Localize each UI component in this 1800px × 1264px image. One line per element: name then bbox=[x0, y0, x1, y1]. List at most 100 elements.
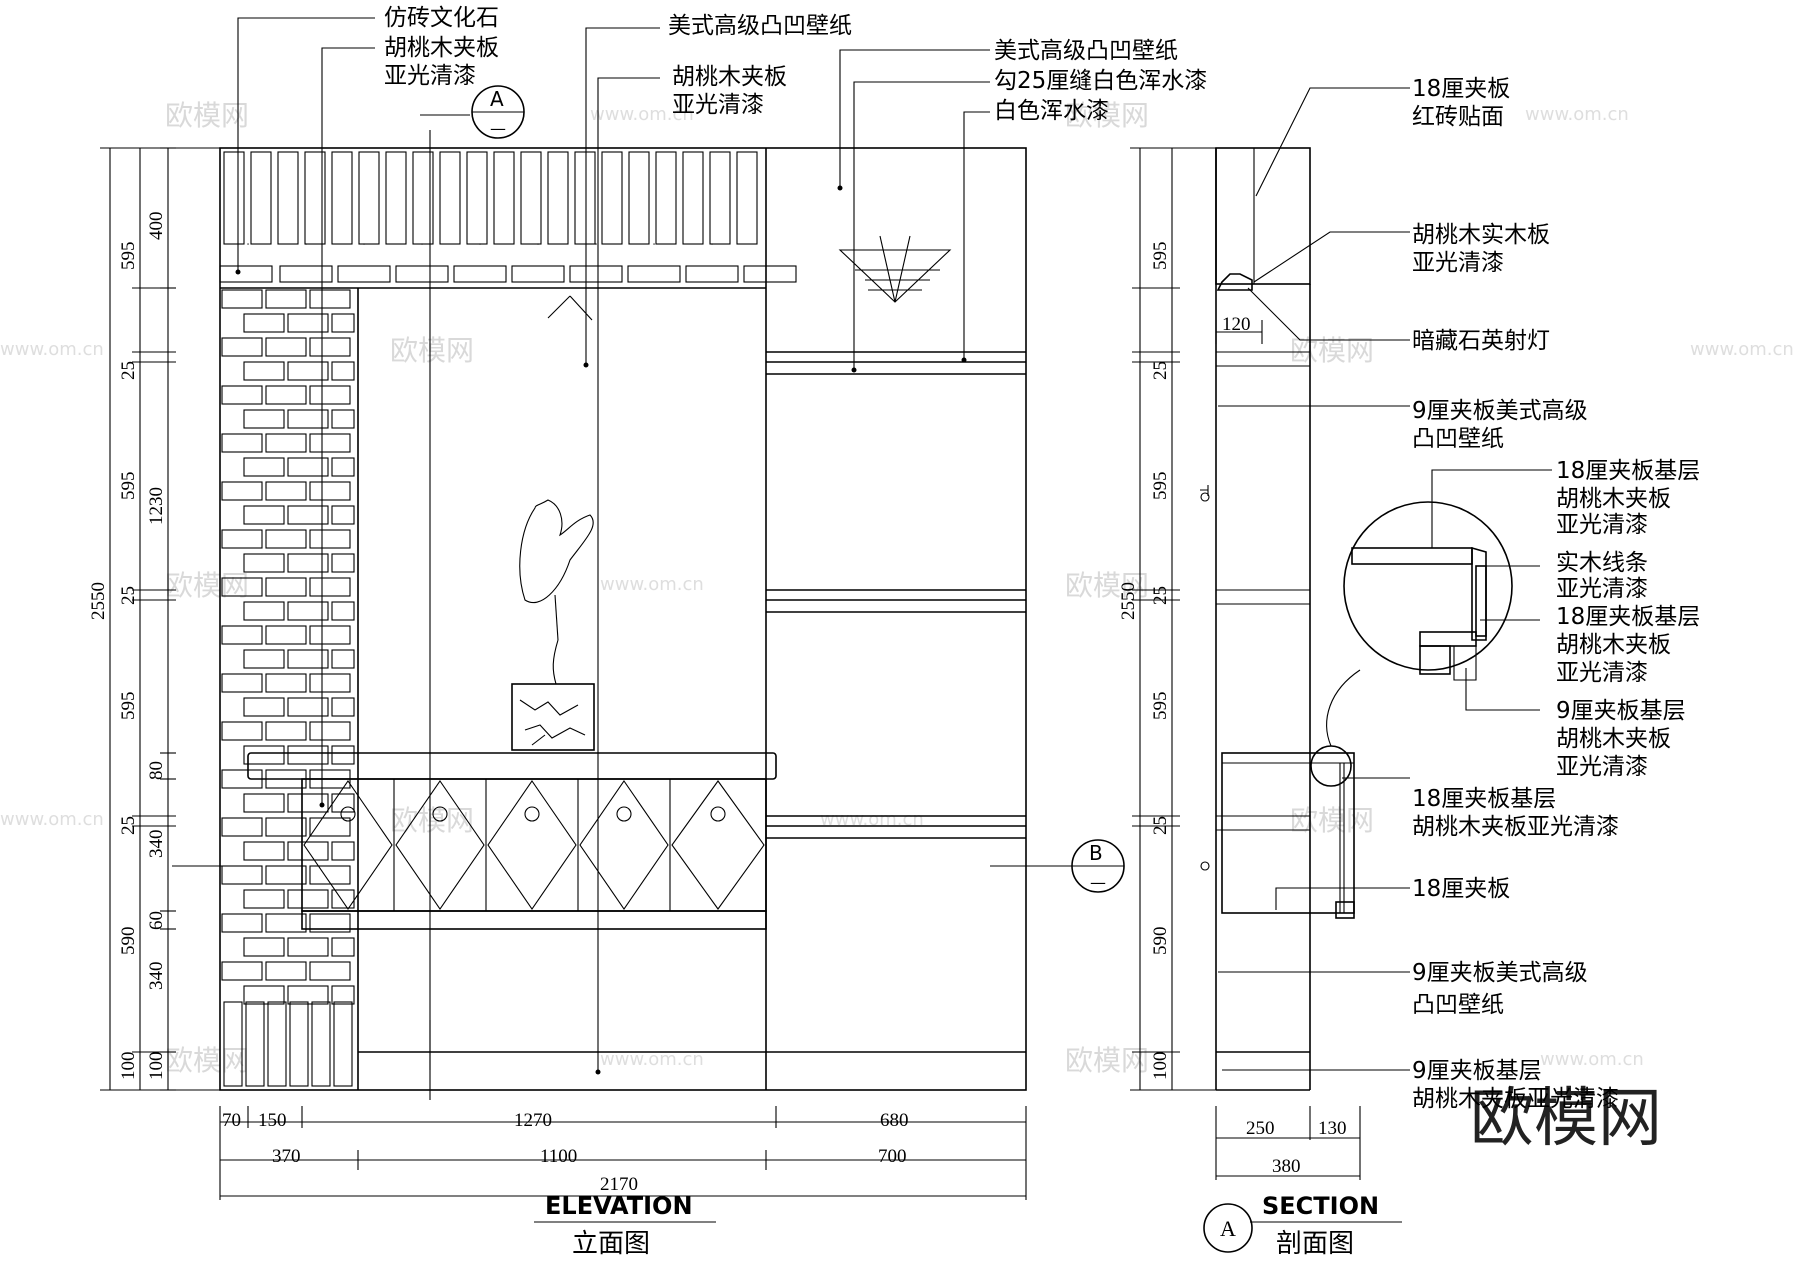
dim-label: 340 bbox=[146, 962, 167, 991]
door-knob-icon bbox=[340, 806, 356, 822]
callout-label: 胡桃木夹板 bbox=[1556, 486, 1671, 512]
brick bbox=[265, 433, 307, 453]
dim-label: 25 bbox=[118, 586, 139, 605]
brick bbox=[265, 673, 307, 693]
callout-label: 暗藏石英射灯 bbox=[1412, 328, 1550, 354]
brick bbox=[287, 361, 329, 381]
dim-label: 150 bbox=[258, 1110, 287, 1131]
dim-label: 80 bbox=[146, 761, 167, 780]
brick-slat bbox=[466, 151, 488, 245]
callout-label: 亚光清漆 bbox=[1556, 512, 1648, 538]
brick bbox=[243, 697, 285, 717]
brick bbox=[309, 385, 351, 405]
section-drawing bbox=[1200, 87, 1552, 1091]
dim-label: 595 bbox=[118, 692, 139, 721]
dim-label: 2170 bbox=[600, 1174, 638, 1195]
brick bbox=[265, 529, 307, 549]
top-brick-slats bbox=[219, 151, 797, 283]
corner-watermark-logo: 欧模网 bbox=[1470, 1082, 1662, 1156]
dim-label: 595 bbox=[118, 242, 139, 271]
brick bbox=[685, 265, 739, 283]
brick bbox=[287, 937, 329, 957]
cabinet-doors bbox=[301, 779, 765, 911]
brick bbox=[243, 553, 285, 573]
brick-slat bbox=[311, 1001, 331, 1087]
watermarks: 欧模网 www.om.cn 欧模网 www.om.cn 欧模网 欧模网 www.… bbox=[0, 99, 1794, 1156]
dim-label: 2550 bbox=[88, 582, 109, 620]
dim-label: 595 bbox=[1150, 472, 1171, 501]
brick-slat bbox=[547, 151, 569, 245]
brick-slat bbox=[289, 1001, 309, 1087]
brick bbox=[309, 913, 351, 933]
section-marker-a-sub: — bbox=[490, 119, 506, 138]
watermark-url: www.om.cn bbox=[0, 809, 104, 830]
section-callouts: 18厘夹板 红砖贴面 胡桃木实木板 亚光清漆 暗藏石英射灯 9厘夹板美式高级 凸… bbox=[1412, 76, 1700, 1112]
watermark-text: 欧模网 bbox=[1290, 804, 1374, 837]
detail-zoom bbox=[1351, 546, 1487, 681]
brick bbox=[309, 961, 351, 981]
brick bbox=[243, 313, 285, 333]
brick bbox=[243, 649, 285, 669]
dim-label: 100 bbox=[146, 1052, 167, 1081]
dim-label: 130 bbox=[1318, 1118, 1347, 1139]
watermark-text: 欧模网 bbox=[165, 569, 249, 602]
brick bbox=[221, 817, 263, 837]
brick bbox=[243, 505, 285, 525]
brick bbox=[221, 913, 263, 933]
brick-slat bbox=[223, 151, 245, 245]
door-diamond bbox=[395, 780, 485, 910]
callout-label: 亚光清漆 bbox=[672, 92, 764, 118]
callout-label: 凸凹壁纸 bbox=[1412, 426, 1504, 452]
brick bbox=[337, 265, 391, 283]
watermark-text: 欧模网 bbox=[390, 804, 474, 837]
brick bbox=[331, 649, 355, 669]
left-brick-wall bbox=[221, 289, 355, 1005]
brick bbox=[265, 289, 307, 309]
brick bbox=[265, 913, 307, 933]
brick bbox=[221, 673, 263, 693]
brick bbox=[265, 817, 307, 837]
callout-label: 红砖贴面 bbox=[1412, 104, 1504, 130]
callout-label: 美式高级凸凹壁纸 bbox=[668, 13, 852, 39]
watermark-text: 欧模网 bbox=[165, 1044, 249, 1077]
brick-slat bbox=[574, 151, 596, 245]
door-diamond bbox=[303, 780, 393, 910]
brick bbox=[221, 577, 263, 597]
brick-slat bbox=[736, 151, 758, 245]
callout-label: 胡桃木夹板 bbox=[1556, 726, 1671, 752]
brick bbox=[243, 793, 285, 813]
brick bbox=[265, 961, 307, 981]
brick bbox=[243, 745, 285, 765]
callout-label: 亚光清漆 bbox=[1556, 660, 1648, 686]
elevation-title-cn: 立面图 bbox=[572, 1229, 650, 1259]
elevation-outer-frame bbox=[219, 147, 1027, 1091]
dim-label: 100 bbox=[1150, 1052, 1171, 1081]
brick bbox=[287, 505, 329, 525]
watermark-url: www.om.cn bbox=[590, 104, 694, 125]
brick-slat bbox=[245, 1001, 265, 1087]
door-diamond bbox=[487, 780, 577, 910]
brick bbox=[331, 553, 355, 573]
brick bbox=[331, 745, 355, 765]
dim-label: 100 bbox=[118, 1052, 139, 1081]
brick bbox=[287, 985, 329, 1005]
brick bbox=[569, 265, 623, 283]
dim-label: 370 bbox=[272, 1146, 301, 1167]
brick bbox=[221, 433, 263, 453]
dim-label: 380 bbox=[1272, 1156, 1301, 1177]
elevation-title: ELEVATION 立面图 bbox=[534, 1192, 716, 1259]
brick bbox=[331, 697, 355, 717]
brick bbox=[221, 289, 263, 309]
callout-label: 18厘夹板 bbox=[1412, 876, 1510, 902]
brick bbox=[309, 673, 351, 693]
brick bbox=[221, 385, 263, 405]
brick bbox=[221, 721, 263, 741]
dim-label: 400 bbox=[146, 212, 167, 241]
dim-label: 60 bbox=[146, 911, 167, 930]
brick-slat bbox=[333, 1001, 353, 1087]
brick-slat bbox=[250, 151, 272, 245]
dim-label: 25 bbox=[118, 361, 139, 380]
dim-label: 25 bbox=[118, 816, 139, 835]
brick bbox=[243, 985, 285, 1005]
elevation-leaders: A — B — bbox=[172, 17, 1125, 1100]
